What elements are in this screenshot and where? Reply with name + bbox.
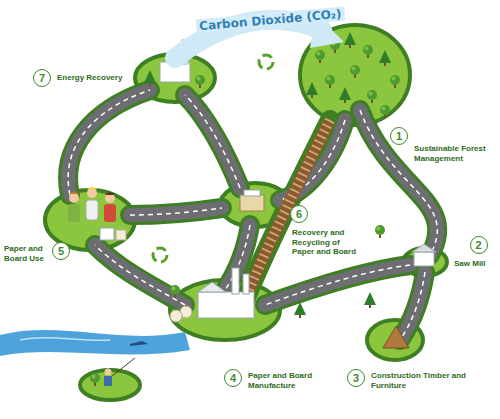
recycle-symbol: [153, 55, 273, 262]
stage-node: 3Construction Timber and Furniture: [347, 369, 473, 391]
stage-label: Energy Recovery: [55, 72, 124, 84]
stage-label: Paper and Board Use: [2, 243, 48, 264]
callout-number: 4: [224, 369, 242, 387]
callout-number: 2: [470, 236, 488, 254]
people: [68, 187, 135, 386]
stage-label: Construction Timber and Furniture: [369, 370, 473, 391]
stage-node: 2Saw Mill: [452, 236, 488, 270]
stage-node: 4Paper and Board Manufacture: [224, 369, 324, 391]
stage-node: 5Paper and Board Use: [2, 242, 70, 264]
callout-number: 5: [52, 242, 70, 260]
stage-node: 1Sustainable Forest Management: [390, 127, 496, 164]
callout-number: 1: [390, 127, 408, 145]
stage-label: Sustainable Forest Management: [412, 143, 496, 164]
river: [0, 330, 190, 356]
callout-number: 3: [347, 369, 365, 387]
stage-label: Paper and Board Manufacture: [246, 370, 324, 391]
stage-label: Recovery and Recycling of Paper and Boar…: [290, 227, 364, 258]
trees: [90, 32, 400, 386]
stage-node: 6Recovery and Recycling of Paper and Boa…: [290, 205, 364, 258]
buildings: [100, 40, 436, 348]
callout-number: 6: [290, 205, 308, 223]
callout-number: 7: [33, 69, 51, 87]
roads: [68, 90, 437, 340]
stage-label: Saw Mill: [452, 258, 488, 270]
stage-node: 7 Energy Recovery: [33, 69, 124, 87]
